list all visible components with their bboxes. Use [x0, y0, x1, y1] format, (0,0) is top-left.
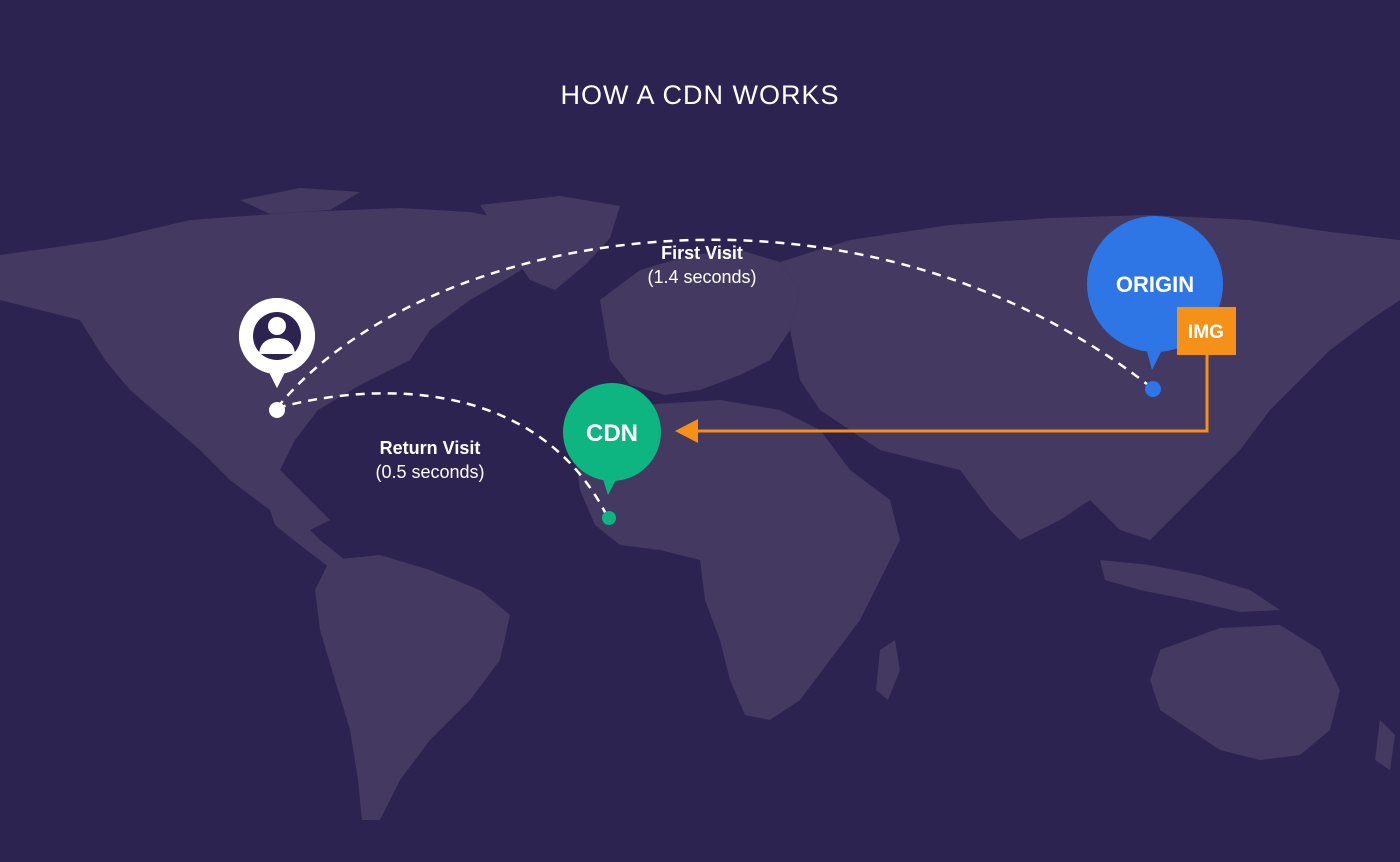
cdn-location-dot — [602, 511, 616, 525]
first-visit-path — [276, 238, 1153, 409]
img-asset-label: IMG — [1188, 322, 1224, 343]
return-visit-time: (0.5 seconds) — [375, 462, 484, 482]
landmass-europe — [600, 250, 800, 395]
asset-transfer-arrowhead — [675, 419, 698, 443]
img-asset-box — [1177, 307, 1236, 355]
cdn-marker: CDN — [563, 383, 661, 525]
landmass-south-america — [315, 555, 510, 820]
landmass-africa — [575, 400, 900, 720]
landmass-madagascar — [876, 640, 900, 700]
first-visit-time: (1.4 seconds) — [647, 267, 756, 287]
first-visit-label: First Visit — [661, 243, 743, 263]
landmass-greenland — [480, 196, 620, 290]
landmass-new-zealand — [1375, 720, 1395, 770]
return-visit-label: Return Visit — [380, 438, 481, 458]
user-location-dot — [269, 402, 285, 418]
origin-bubble-tail — [1145, 344, 1165, 370]
origin-marker: ORIGIN IMG — [1087, 216, 1236, 397]
user-pin-tail — [267, 368, 287, 388]
origin-label: ORIGIN — [1116, 272, 1194, 297]
cdn-bubble — [563, 383, 661, 481]
asset-transfer-path — [695, 355, 1209, 433]
landmass-australia — [1150, 625, 1340, 760]
origin-location-dot — [1145, 381, 1161, 397]
landmass-arctic-islands — [240, 188, 360, 214]
landmass-indonesia — [1100, 560, 1280, 612]
user-avatar-icon — [253, 312, 301, 360]
cdn-label: CDN — [586, 420, 638, 447]
landmass-asia — [780, 215, 1400, 540]
return-visit-path — [276, 392, 610, 519]
diagram-title: HOW A CDN WORKS — [560, 80, 840, 110]
user-marker — [238, 298, 315, 418]
landmass-central-america — [270, 510, 345, 568]
landmass-japan — [1265, 330, 1295, 400]
cdn-bubble-tail — [602, 476, 618, 495]
